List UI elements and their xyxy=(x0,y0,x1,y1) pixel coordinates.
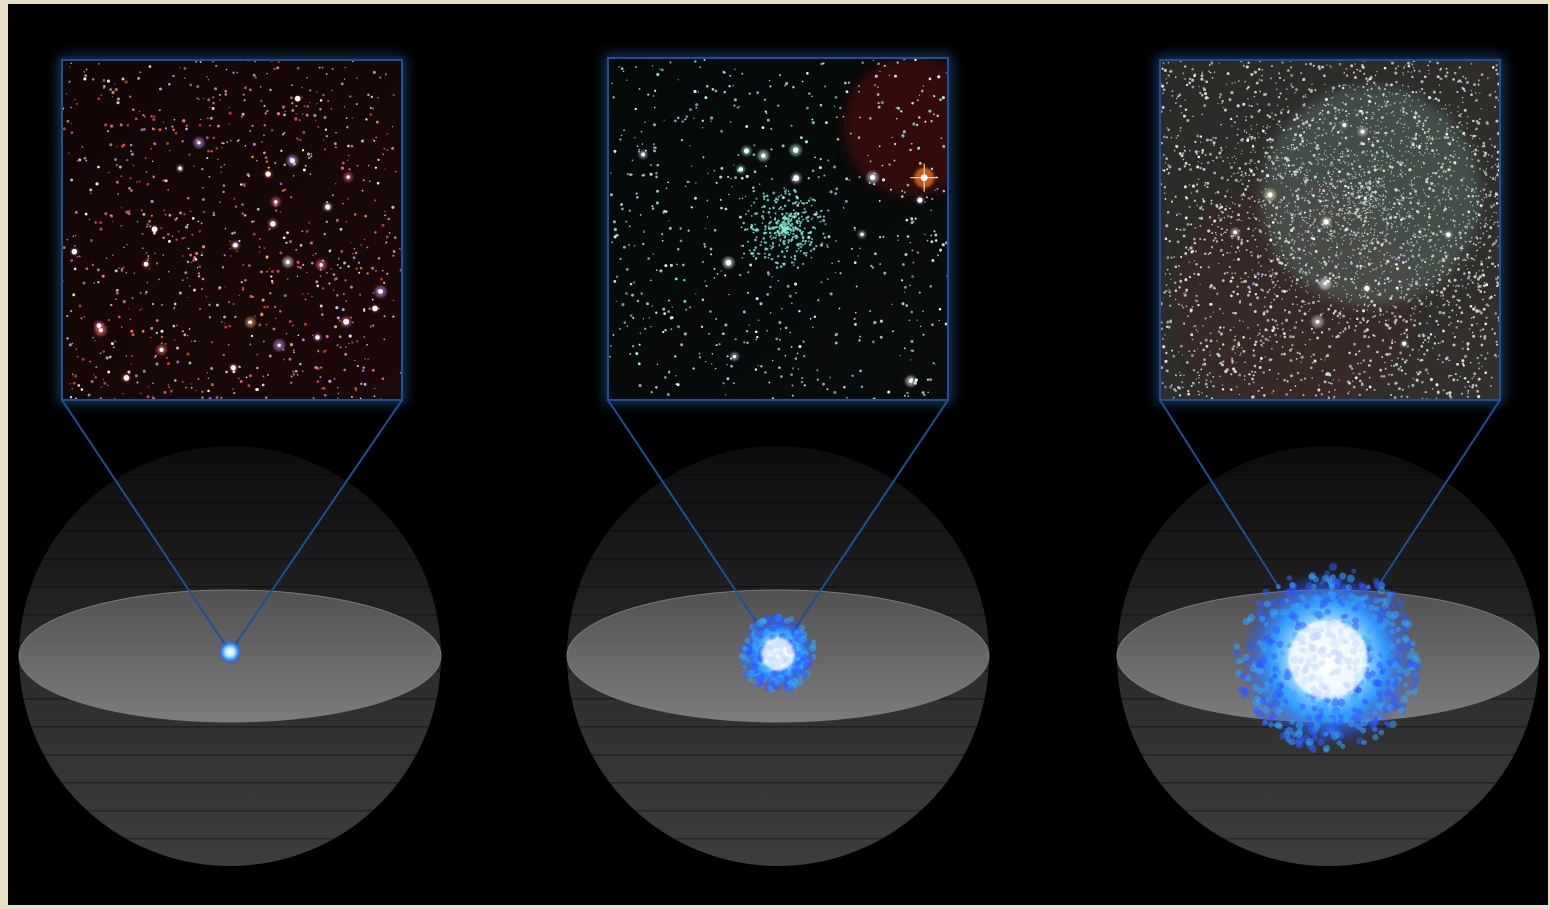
figure-background xyxy=(8,4,1548,905)
star-cluster-glow xyxy=(1232,562,1422,753)
dense-cluster-field-image xyxy=(1159,59,1501,401)
scale-comparison-diagram xyxy=(18,54,1540,866)
connector-line-left xyxy=(1159,399,1281,590)
panel-2 xyxy=(566,54,990,866)
connector-line-left xyxy=(607,399,779,655)
star-cluster-glow xyxy=(738,613,817,693)
inset-border xyxy=(607,57,949,401)
connector-line-right xyxy=(777,399,949,655)
equatorial-plane-rim xyxy=(18,589,442,723)
distant-galaxy-field-image xyxy=(61,59,403,401)
panel-1 xyxy=(18,56,442,866)
inset-border xyxy=(61,59,403,401)
connector-line-right xyxy=(229,399,403,653)
connector-line-left xyxy=(61,399,231,653)
globular-cluster-field-image xyxy=(607,57,949,401)
connector-line-right xyxy=(1375,399,1501,590)
star-cluster-glow xyxy=(218,640,242,664)
panel-3 xyxy=(1116,56,1540,866)
equatorial-plane-rim xyxy=(566,589,990,723)
inset-border xyxy=(1159,59,1501,401)
